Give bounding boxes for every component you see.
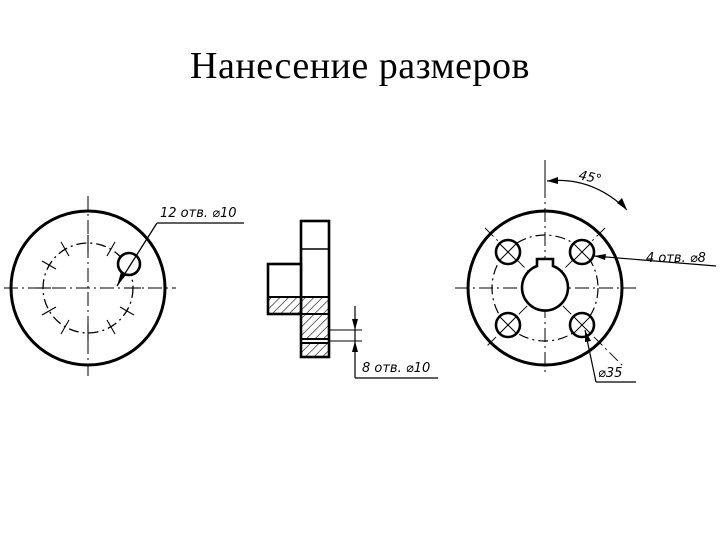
right-diameter-label: ⌀35 (598, 366, 622, 381)
left-hole-marks (35, 235, 141, 341)
middle-dim-arrow-bottom (352, 341, 358, 352)
right-center-bore (520, 257, 570, 312)
middle-section-view: 8 отв. ⌀10 (266, 219, 438, 379)
middle-hatch-lower (300, 342, 330, 358)
middle-hatch-hole-wall (300, 313, 330, 340)
right-angle-label: 45° (577, 168, 603, 187)
right-holes-callout: 4 отв. ⌀8 (646, 251, 706, 266)
middle-callout-text: 8 отв. ⌀10 (362, 361, 430, 376)
left-leader-arrow (117, 272, 126, 286)
right-angle-arrow-left (547, 177, 558, 184)
slide-title: Нанесение размеров (190, 45, 530, 87)
left-callout-text: 12 отв. ⌀10 (160, 206, 237, 221)
right-holes-leader (593, 255, 717, 267)
left-flange-view: 12 отв. ⌀10 (4, 196, 244, 376)
left-dimensioned-hole (116, 251, 142, 277)
right-angle-arrow-right (617, 198, 627, 210)
right-holes (494, 238, 596, 339)
middle-dim-arrow-top (352, 319, 358, 330)
right-holes-leader-arrow (594, 254, 606, 260)
middle-hatch-upper (267, 296, 330, 315)
right-flange-view: 45° 4 отв. ⌀8 ⌀35 (455, 160, 717, 383)
right-diameter-arrow (585, 330, 591, 342)
